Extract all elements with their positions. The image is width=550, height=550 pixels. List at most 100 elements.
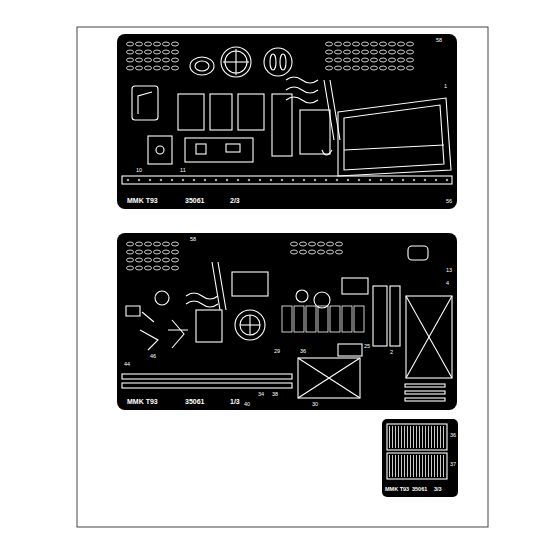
chain-link [154, 50, 161, 54]
chain-link [353, 58, 360, 62]
box-part [178, 94, 204, 130]
chain-link [336, 250, 343, 254]
chain-link [362, 50, 369, 54]
strip-dot [402, 179, 404, 181]
chain-link [163, 266, 170, 270]
grille-bar [389, 455, 390, 477]
hatch-part [221, 47, 251, 77]
strip-dot [347, 179, 349, 181]
grille-bar [440, 455, 441, 477]
chain-link [154, 266, 161, 270]
strip-dot [292, 179, 294, 181]
etch-fret: MMK T93350611/3 [117, 233, 457, 410]
chain-link [353, 50, 360, 54]
chain-link [163, 250, 170, 254]
callout-number: 1 [444, 84, 447, 90]
sheet-frame [77, 27, 488, 527]
chain-link [127, 42, 134, 46]
plate-part [298, 358, 360, 398]
ring-part [155, 291, 169, 305]
strip-dot [138, 179, 140, 181]
grille-bar [443, 455, 444, 477]
ring-part [195, 61, 209, 71]
strip-dot [226, 179, 228, 181]
strip-part [122, 176, 452, 184]
box-part [238, 94, 264, 130]
chain-link [291, 242, 298, 246]
grille-bar [416, 455, 417, 477]
chain-link [335, 58, 342, 62]
strip-dot [259, 179, 261, 181]
chain-link [389, 58, 396, 62]
chain-link [136, 50, 143, 54]
chain-link [327, 250, 334, 254]
chain-link [318, 242, 325, 246]
chain-link [172, 266, 179, 270]
chain-link [291, 250, 298, 254]
chain-link [145, 266, 152, 270]
chain-link [127, 66, 134, 70]
strip-dot [204, 179, 206, 181]
chain-link [145, 242, 152, 246]
plate-part [406, 296, 452, 378]
etch-fret: MMK T93350612/3 [117, 34, 457, 209]
grille-bar [413, 455, 414, 477]
bracket-part [126, 306, 158, 350]
bracket-part [132, 86, 158, 120]
spring-part [286, 77, 318, 103]
grille-bar [410, 455, 411, 477]
chain-link [326, 50, 333, 54]
grille-bar [425, 455, 426, 477]
hatch-part [264, 48, 292, 76]
strip-dot [171, 179, 173, 181]
grille-bar [431, 426, 432, 448]
chain-link [380, 50, 387, 54]
fret-plate [117, 34, 457, 209]
strip-dot [413, 179, 415, 181]
chain-link [335, 42, 342, 46]
callout-number: 2 [390, 350, 393, 356]
strip-dot [435, 179, 437, 181]
link-plate [354, 306, 364, 332]
hatch-part [235, 310, 265, 340]
callout-number: 4 [446, 281, 449, 287]
fret-marking: 3/3 [434, 487, 442, 493]
chain-link [136, 258, 143, 262]
tab-part [408, 246, 428, 260]
chain-link [371, 50, 378, 54]
hatch-part [240, 315, 260, 335]
chain-link [154, 258, 161, 262]
grille-bar [416, 426, 417, 448]
grille-bar [437, 455, 438, 477]
etch-fret: MMK T93350613/3 [382, 419, 458, 497]
chain-link [300, 250, 307, 254]
box-part [210, 94, 232, 130]
box-part [185, 138, 253, 162]
bar-part [122, 374, 292, 379]
chain-link [407, 66, 414, 70]
grille-bar [431, 455, 432, 477]
grille-bar [395, 455, 396, 477]
lever-part [272, 94, 292, 156]
hatch-part [249, 315, 250, 335]
chain-link [145, 250, 152, 254]
bracket-part [168, 320, 188, 348]
chain-link [127, 258, 134, 262]
strip-dot [270, 179, 272, 181]
fret-marking: 35061 [185, 398, 204, 405]
callout-number: 25 [364, 344, 370, 350]
grille-bar [407, 426, 408, 448]
grille-bar [401, 455, 402, 477]
fret-marking: MMK T93 [127, 398, 158, 405]
chain-link [163, 258, 170, 262]
repeat-strokes [127, 42, 448, 477]
chain-link [136, 250, 143, 254]
strip-dot [314, 179, 316, 181]
chain-link [389, 50, 396, 54]
grille-bar [422, 455, 423, 477]
plate-part [298, 358, 360, 398]
strip-dot [237, 179, 239, 181]
link-plate [318, 306, 328, 332]
strip-dot [325, 179, 327, 181]
